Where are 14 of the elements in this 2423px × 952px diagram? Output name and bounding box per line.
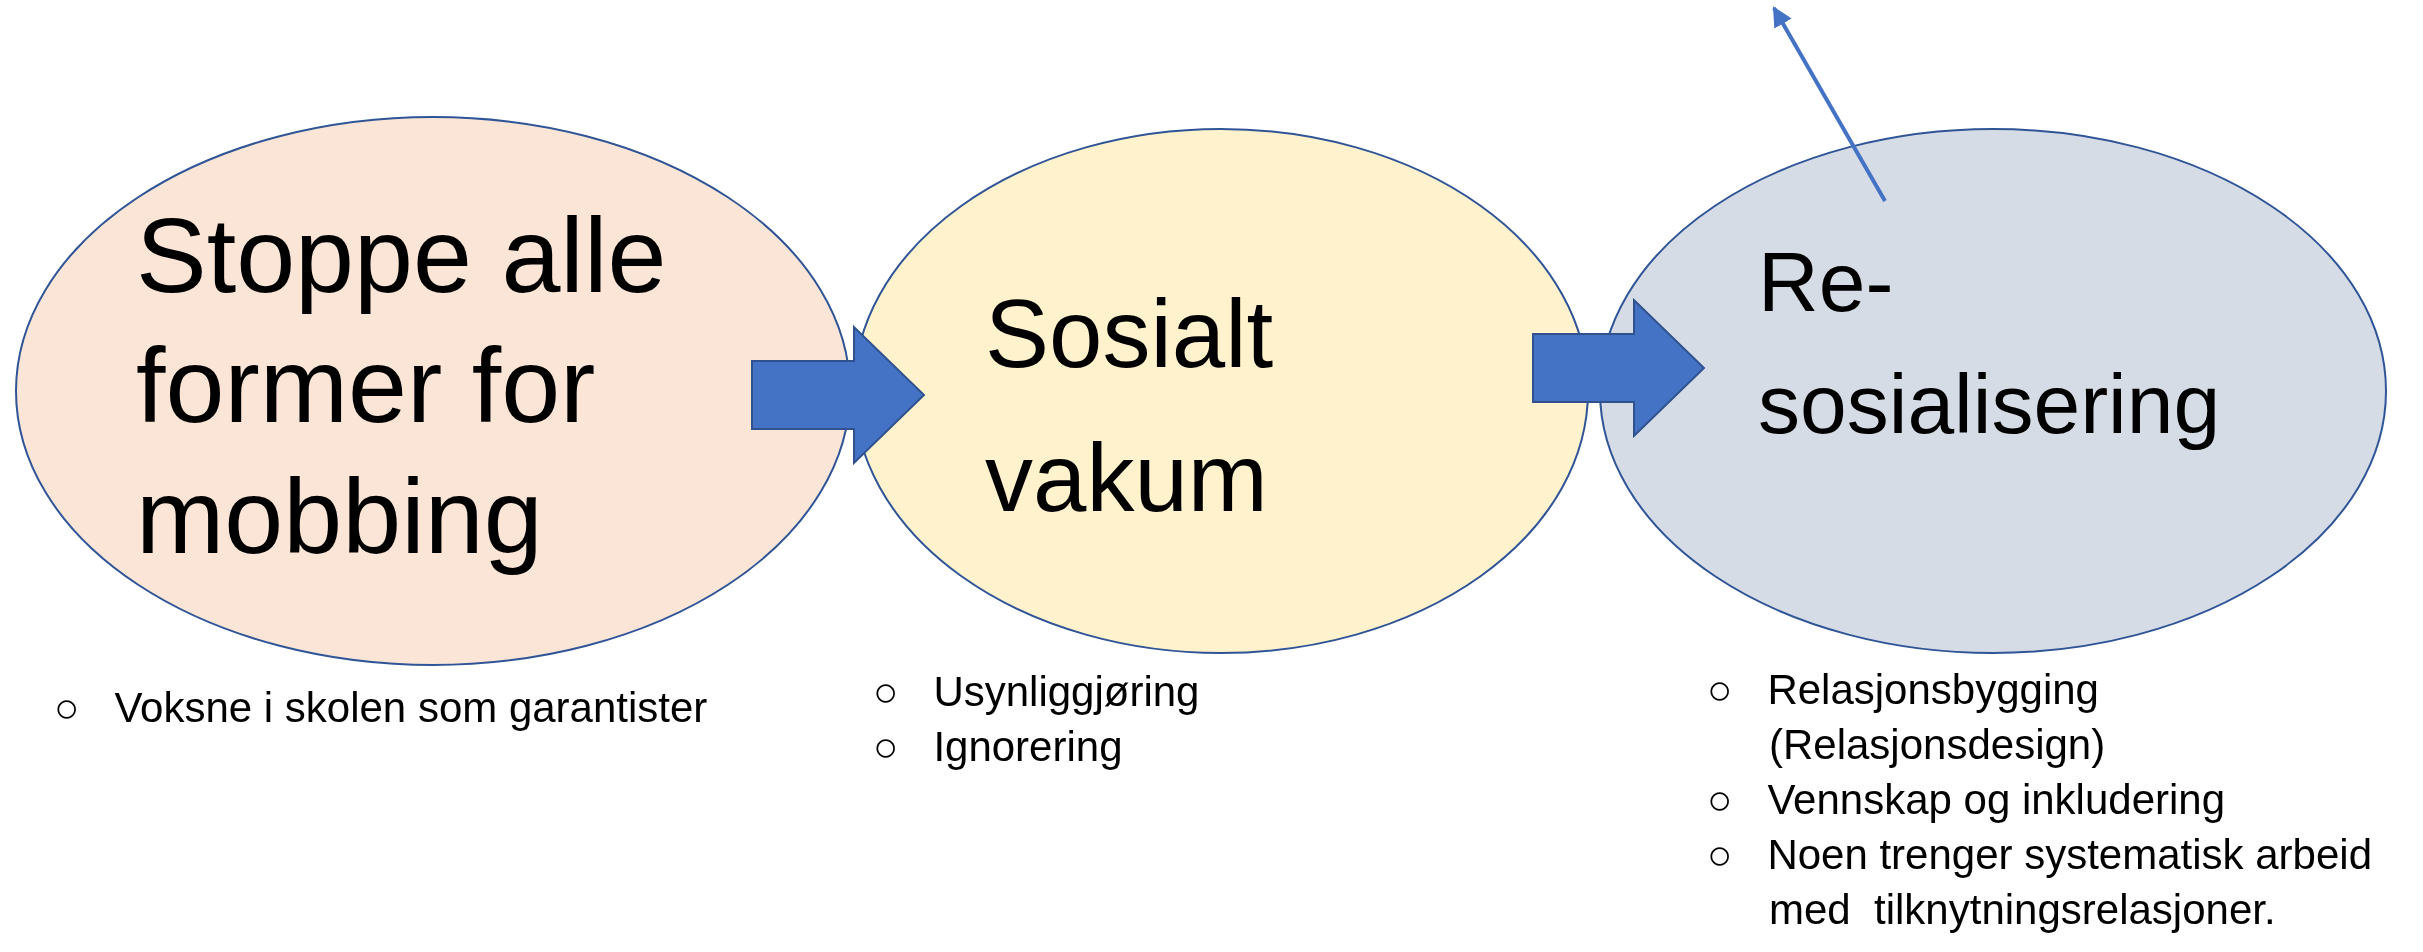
block-arrow (1532, 297, 1706, 439)
bullet-item: ○ Noen trenger systematisk arbeid med tilknytningsrelasjoner. (1707, 830, 2373, 935)
node-title: Sosialt vakum (985, 279, 1275, 533)
bullet-item: ○ Usynliggjøring (873, 667, 1201, 717)
ellipse-node (1599, 128, 2387, 654)
bullet-item: ○ Voksne i skolen som garantister (54, 683, 709, 733)
ellipse-node (15, 116, 851, 666)
node-title: Re-sosialisering (1758, 234, 2222, 453)
block-arrow (751, 324, 926, 466)
bullet-item: ○ Ignorering (873, 722, 1124, 772)
bullet-item: ○ Vennskap og inkludering (1707, 775, 2227, 825)
node-title: Stoppe alle former for mobbing (136, 195, 668, 577)
bullet-item: ○ Relasjonsbygging (Relasjonsdesign) (1707, 665, 2107, 770)
arrow (1772, 6, 1887, 202)
